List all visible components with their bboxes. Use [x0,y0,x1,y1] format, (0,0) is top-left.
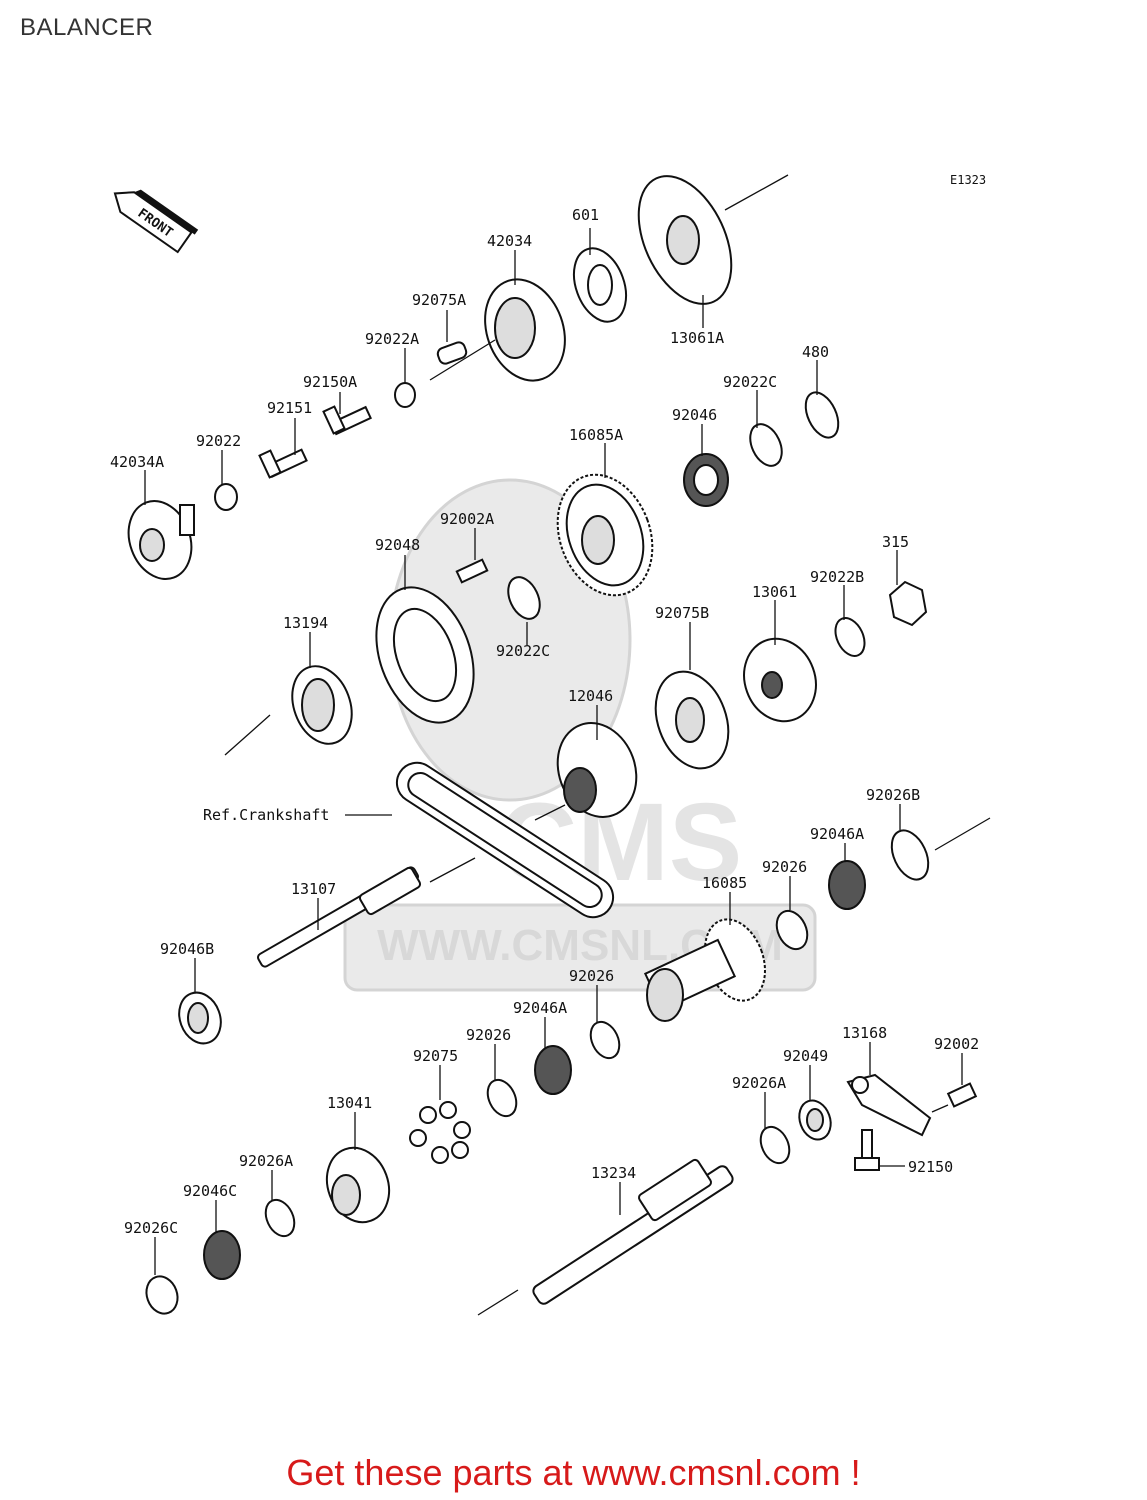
label-92075A: 92075A [412,291,466,309]
nut-315 [888,580,928,627]
label-13194: 13194 [283,614,328,632]
label-42034: 42034 [487,232,532,250]
label-92026-mid: 92026 [569,967,614,985]
leader-lines [144,228,963,1275]
sprocket-12046 [534,722,638,821]
shaft-13234 [477,1158,734,1316]
label-92151: 92151 [267,399,312,417]
label-42034A: 42034A [110,453,164,471]
label-13234: 13234 [591,1164,636,1182]
label-13061A: 13061A [670,329,724,347]
label-92002A: 92002A [440,510,494,528]
label-ref-crankshaft: Ref.Crankshaft [203,806,329,824]
label-92046A-mid: 92046A [513,999,567,1017]
front-arrow-icon: FRONT [113,189,199,254]
bolt-92002 [946,1082,978,1108]
collar-13041 [325,1146,391,1224]
washer-92026-right [775,909,809,951]
washer-92026-mid [589,1020,621,1060]
label-92026B: 92026B [866,786,920,804]
circlip-480 [804,391,840,439]
washer-92026A-left [264,1198,296,1238]
seal-13194 [224,665,353,756]
label-92002: 92002 [934,1035,979,1053]
label-92075B: 92075B [655,604,709,622]
washer-92022A [394,382,416,408]
bolt-92150A [322,405,372,436]
label-601: 601 [572,206,599,224]
label-13168: 13168 [842,1024,887,1042]
label-480: 480 [802,343,829,361]
label-92022C-top: 92022C [723,373,777,391]
label-92046B: 92046B [160,940,214,958]
coupling-42034 [429,278,566,382]
washer-92026C [145,1275,179,1315]
needle-bearing-92046A-mid [534,1045,572,1095]
washer-92026B [890,829,930,881]
needle-bearing-92046A-right [828,860,866,910]
label-13061: 13061 [752,583,797,601]
gear-16085 [643,918,766,1022]
label-92150: 92150 [908,1158,953,1176]
label-92049: 92049 [783,1047,828,1065]
label-92026C: 92026C [124,1219,178,1237]
bolt-92151 [258,448,308,479]
label-12046: 12046 [568,687,613,705]
label-92046C: 92046C [183,1182,237,1200]
label-16085A: 16085A [569,426,623,444]
label-92026A-right: 92026A [732,1074,786,1092]
needle-bearing-92046 [683,453,729,507]
label-16085: 16085 [702,874,747,892]
label-315: 315 [882,533,909,551]
label-92046A-right: 92046A [810,825,864,843]
footer-link[interactable]: Get these parts at www.cmsnl.com ! [286,1452,861,1493]
seal-92049 [798,1099,832,1141]
label-92022B: 92022B [810,568,864,586]
gear-16085A [556,473,654,597]
washer-92022C-top [749,423,783,467]
label-92048: 92048 [375,536,420,554]
needle-bearing-92046C [203,1230,241,1280]
bolt-92002A [455,558,489,584]
page-title: BALANCER [20,14,154,41]
label-92046: 92046 [672,406,717,424]
plate-13061A [637,174,789,305]
label-92026-left: 92026 [466,1026,511,1044]
label-92026-right: 92026 [762,858,807,876]
bearing-92046B [178,991,222,1045]
label-92150A: 92150A [303,373,357,391]
arm-13168 [846,1073,932,1137]
plate-13061 [743,637,817,723]
part-labels: 601 42034 13061A 92075A 92022A 480 92150… [110,206,979,1237]
damper-92075B [654,670,730,770]
chain [345,761,615,919]
damper-92075A [436,341,468,365]
plate-92048 [375,586,475,724]
diagram-code: E1323 [950,173,986,187]
label-13041: 13041 [327,1094,372,1112]
washer-92022 [214,483,238,511]
washer-92022B [834,617,866,657]
hub-42034A [127,500,195,580]
label-13107: 13107 [291,880,336,898]
washer-92022C-mid [507,576,541,620]
shaft-13107 [257,857,476,968]
washer-92026-left [486,1078,518,1118]
label-92022: 92022 [196,432,241,450]
label-92026A-left: 92026A [239,1152,293,1170]
damper-92075 [409,1101,471,1164]
label-92022A: 92022A [365,330,419,348]
bolt-92150 [854,1129,905,1171]
label-92075: 92075 [413,1047,458,1065]
bearing-601 [572,247,628,323]
label-92022C-mid: 92022C [496,642,550,660]
washer-92026A-right [759,1125,791,1165]
